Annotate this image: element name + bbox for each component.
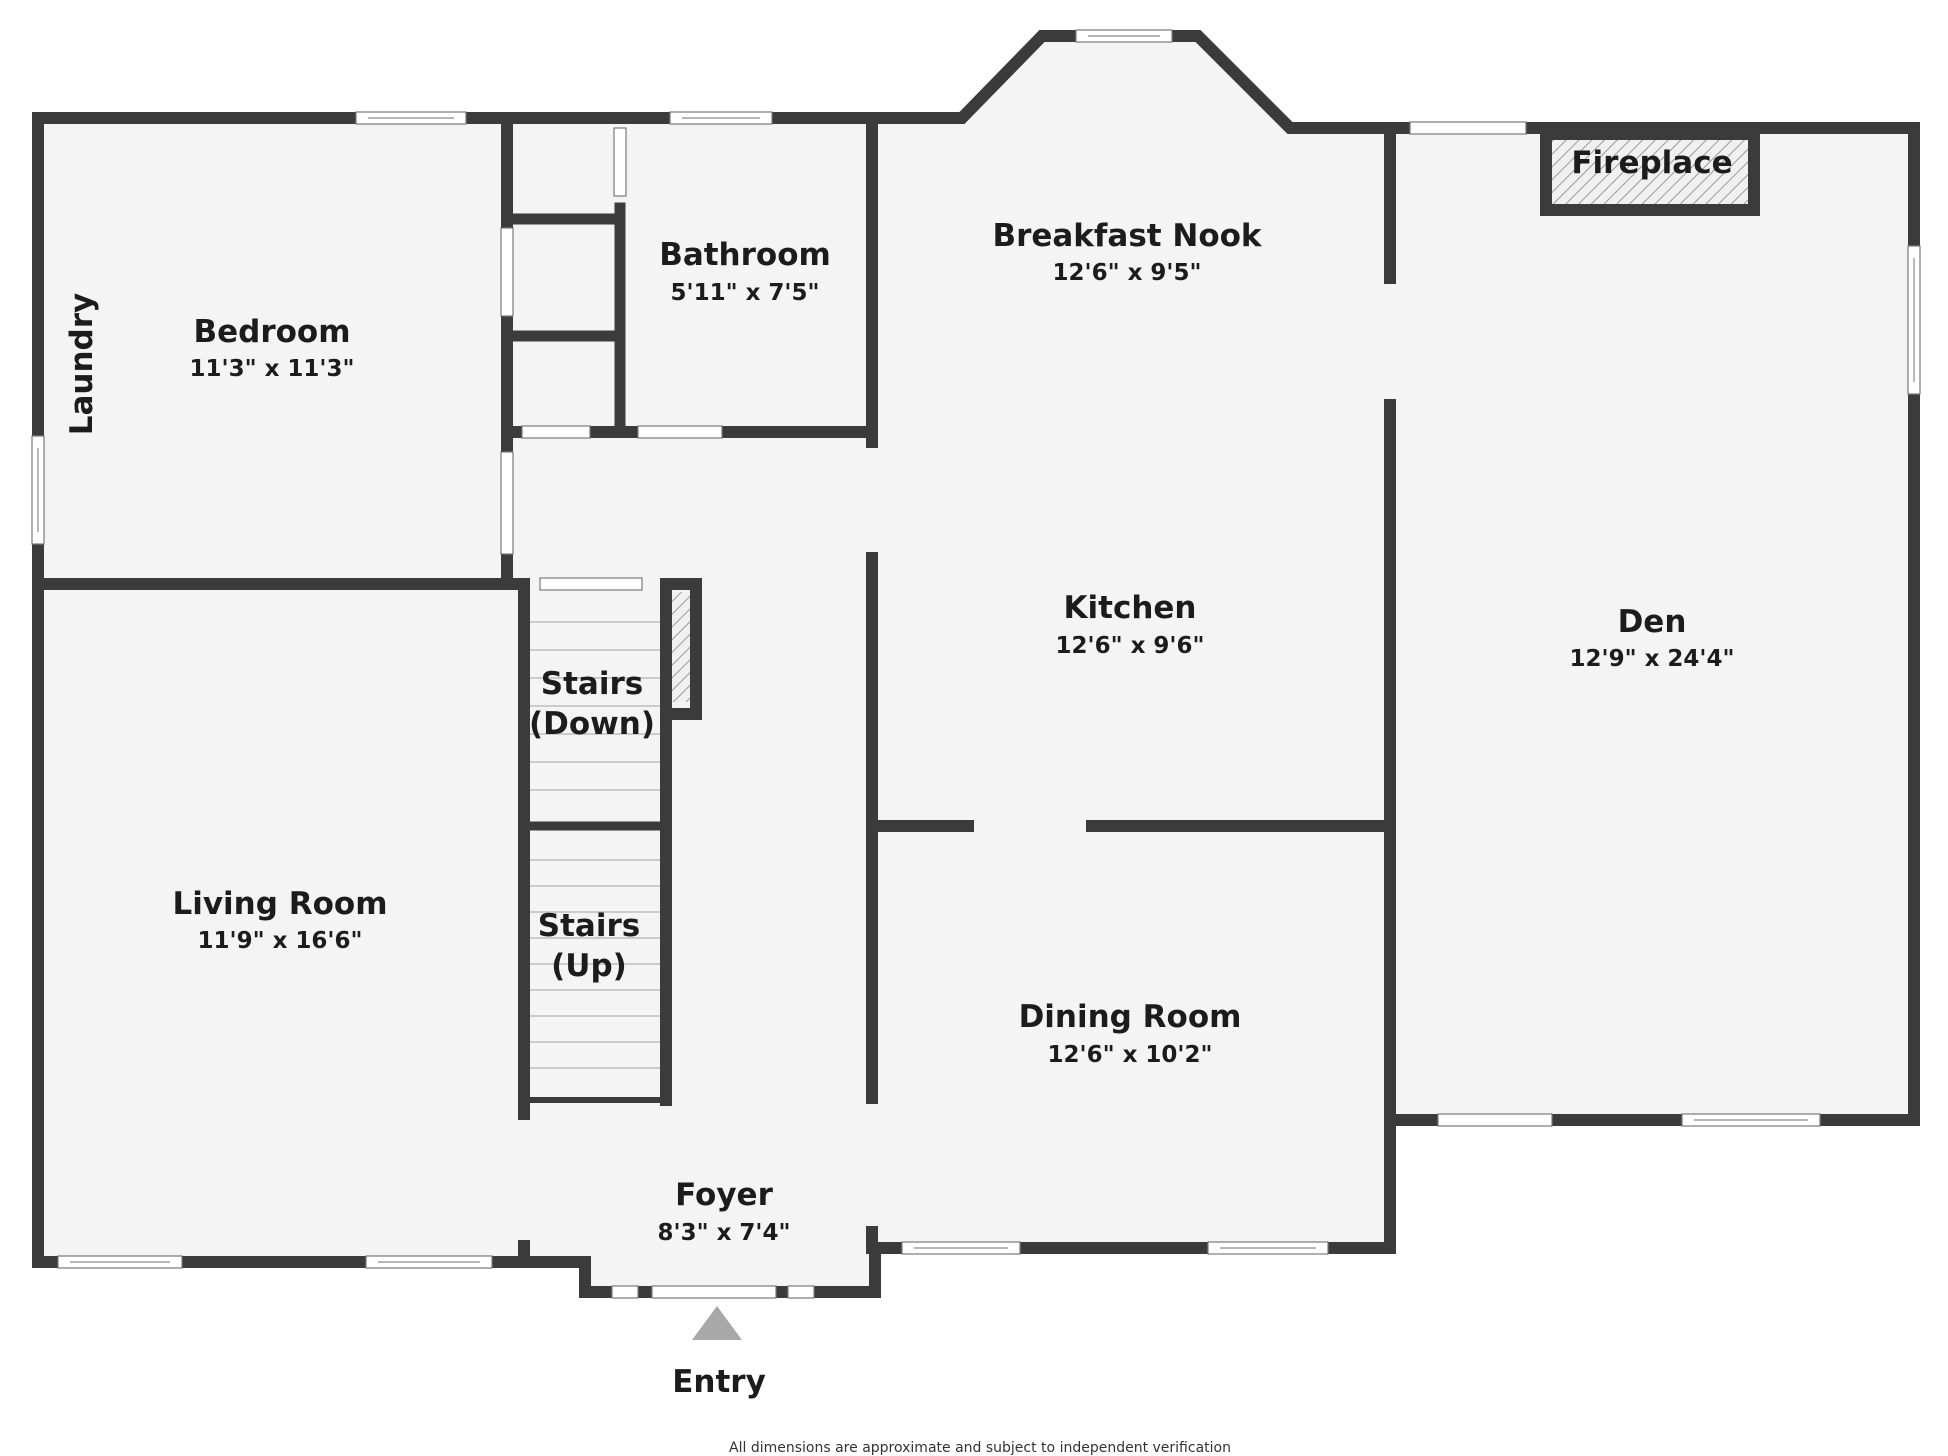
opening <box>500 227 514 317</box>
den-name: Den <box>1618 604 1687 640</box>
front-door-opening <box>651 1285 777 1299</box>
breakfast-nook-dims: 12'6" x 9'5" <box>1053 260 1202 286</box>
opening <box>613 127 627 197</box>
stairs-up-treads <box>530 859 660 1069</box>
exterior-wall-north <box>32 30 1920 1268</box>
living-room-dims: 11'9" x 16'6" <box>198 928 363 954</box>
opening <box>539 577 643 591</box>
stairs-down-label-1: Stairs <box>541 666 643 702</box>
fireplace <box>1540 128 1760 216</box>
foyer-dims: 8'3" x 7'4" <box>658 1220 791 1246</box>
opening <box>500 451 514 555</box>
kitchen-name: Kitchen <box>1063 590 1196 626</box>
sidelight <box>787 1285 815 1299</box>
walls <box>32 30 1920 1298</box>
den-dims: 12'9" x 24'4" <box>1570 646 1735 672</box>
bathroom-name: Bathroom <box>659 237 831 273</box>
dining-room-name: Dining Room <box>1019 999 1242 1035</box>
windows <box>31 29 1921 1299</box>
entry-label: Entry <box>672 1364 766 1400</box>
sidelight <box>611 1285 639 1299</box>
bedroom-name: Bedroom <box>193 314 350 350</box>
bathroom-dims: 5'11" x 7'5" <box>671 280 820 306</box>
stairs-up-label-1: Stairs <box>538 908 640 944</box>
stairs-down-label-2: (Down) <box>529 706 655 742</box>
entry-arrow <box>692 1306 742 1340</box>
fireplace-name: Fireplace <box>1571 145 1732 181</box>
breakfast-nook-name: Breakfast Nook <box>992 218 1262 254</box>
stairs-up-label-2: (Up) <box>551 948 627 984</box>
dining-room-dims: 12'6" x 10'2" <box>1048 1042 1213 1068</box>
laundry-name: Laundry <box>64 293 100 436</box>
window <box>1437 1113 1553 1127</box>
kitchen-dims: 12'6" x 9'6" <box>1056 633 1205 659</box>
stairs-down-treads <box>530 621 660 791</box>
opening <box>521 425 591 439</box>
room-labels: Bedroom 11'3" x 11'3" Laundry Bathroom 5… <box>64 145 1734 1400</box>
bedroom-dims: 11'3" x 11'3" <box>190 356 355 382</box>
window <box>1409 121 1527 135</box>
opening <box>637 425 723 439</box>
exterior-wall-south <box>32 1114 1396 1298</box>
stair-chase-hatch <box>672 592 690 702</box>
foyer-name: Foyer <box>675 1177 773 1213</box>
disclaimer-text: All dimensions are approximate and subje… <box>729 1440 1231 1456</box>
living-room-name: Living Room <box>172 886 387 922</box>
